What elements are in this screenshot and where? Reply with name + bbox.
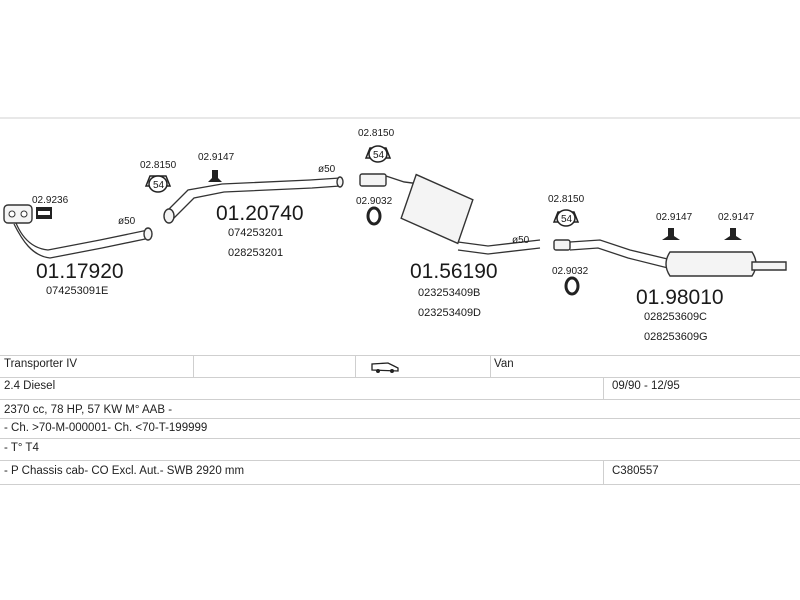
part-reference: 028253609C bbox=[644, 311, 707, 323]
vehicle-body: Van bbox=[494, 358, 514, 370]
rear-silencer bbox=[553, 239, 787, 277]
front-pipe bbox=[3, 204, 153, 259]
gasket-icon bbox=[36, 207, 52, 219]
middle-silencer bbox=[359, 173, 541, 255]
ring-icon bbox=[366, 206, 382, 226]
exhaust-diagram: 02.9236 ø50 01.17920 074253091E 54 02.81… bbox=[0, 117, 800, 343]
ring-label: 02.9032 bbox=[356, 196, 393, 207]
part-number: 01.20740 bbox=[216, 202, 304, 225]
vehicle-spec: 2370 cc, 78 HP, 57 KW M° AAB - bbox=[4, 404, 173, 416]
part-number: 01.17920 bbox=[36, 260, 124, 283]
svg-text:54: 54 bbox=[153, 180, 165, 191]
hanger-icon bbox=[662, 228, 680, 240]
vehicle-model: Transporter IV bbox=[4, 358, 78, 370]
hanger-label: 02.9147 bbox=[656, 212, 693, 223]
part-reference: 074253091E bbox=[46, 285, 108, 297]
van-icon bbox=[370, 360, 400, 377]
gasket-label: 02.9236 bbox=[32, 195, 69, 206]
ring-icon bbox=[564, 276, 580, 296]
vehicle-chassis: - Ch. >70-M-000001- Ch. <70-T-199999 bbox=[4, 422, 208, 434]
svg-text:54: 54 bbox=[373, 150, 385, 161]
part-reference: 028253609G bbox=[644, 331, 708, 343]
part-reference: 074253201 bbox=[228, 227, 283, 239]
hanger-icon bbox=[208, 170, 222, 182]
clamp-label: 02.8150 bbox=[358, 128, 395, 139]
part-number: 01.98010 bbox=[636, 286, 724, 309]
hanger-label: 02.9147 bbox=[198, 152, 235, 163]
vehicle-code: C380557 bbox=[612, 465, 659, 477]
hanger-icon bbox=[724, 228, 742, 240]
clamp-icon: 54 bbox=[552, 209, 580, 227]
ring-label: 02.9032 bbox=[552, 266, 589, 277]
part-reference: 023253409D bbox=[418, 307, 481, 319]
vehicle-type: - T° T4 bbox=[4, 442, 39, 454]
part-reference: 028253201 bbox=[228, 247, 283, 259]
part-reference: 023253409B bbox=[418, 287, 480, 299]
part-number: 01.56190 bbox=[410, 260, 498, 283]
pipe-diameter-label: ø50 bbox=[512, 235, 530, 246]
vehicle-years: 09/90 - 12/95 bbox=[612, 380, 680, 392]
vehicle-note: - P Chassis cab- CO Excl. Aut.- SWB 2920… bbox=[4, 465, 245, 477]
clamp-icon: 54 bbox=[364, 145, 392, 163]
pipe-diameter-label: ø50 bbox=[318, 164, 336, 175]
hanger-label: 02.9147 bbox=[718, 212, 755, 223]
clamp-icon: 54 bbox=[144, 175, 172, 193]
svg-text:54: 54 bbox=[561, 214, 573, 225]
clamp-label: 02.8150 bbox=[140, 160, 177, 171]
vehicle-engine: 2.4 Diesel bbox=[4, 380, 56, 392]
pipe-diameter-label: ø50 bbox=[118, 216, 136, 227]
intermediate-pipe bbox=[163, 176, 344, 224]
clamp-label: 02.8150 bbox=[548, 194, 585, 205]
